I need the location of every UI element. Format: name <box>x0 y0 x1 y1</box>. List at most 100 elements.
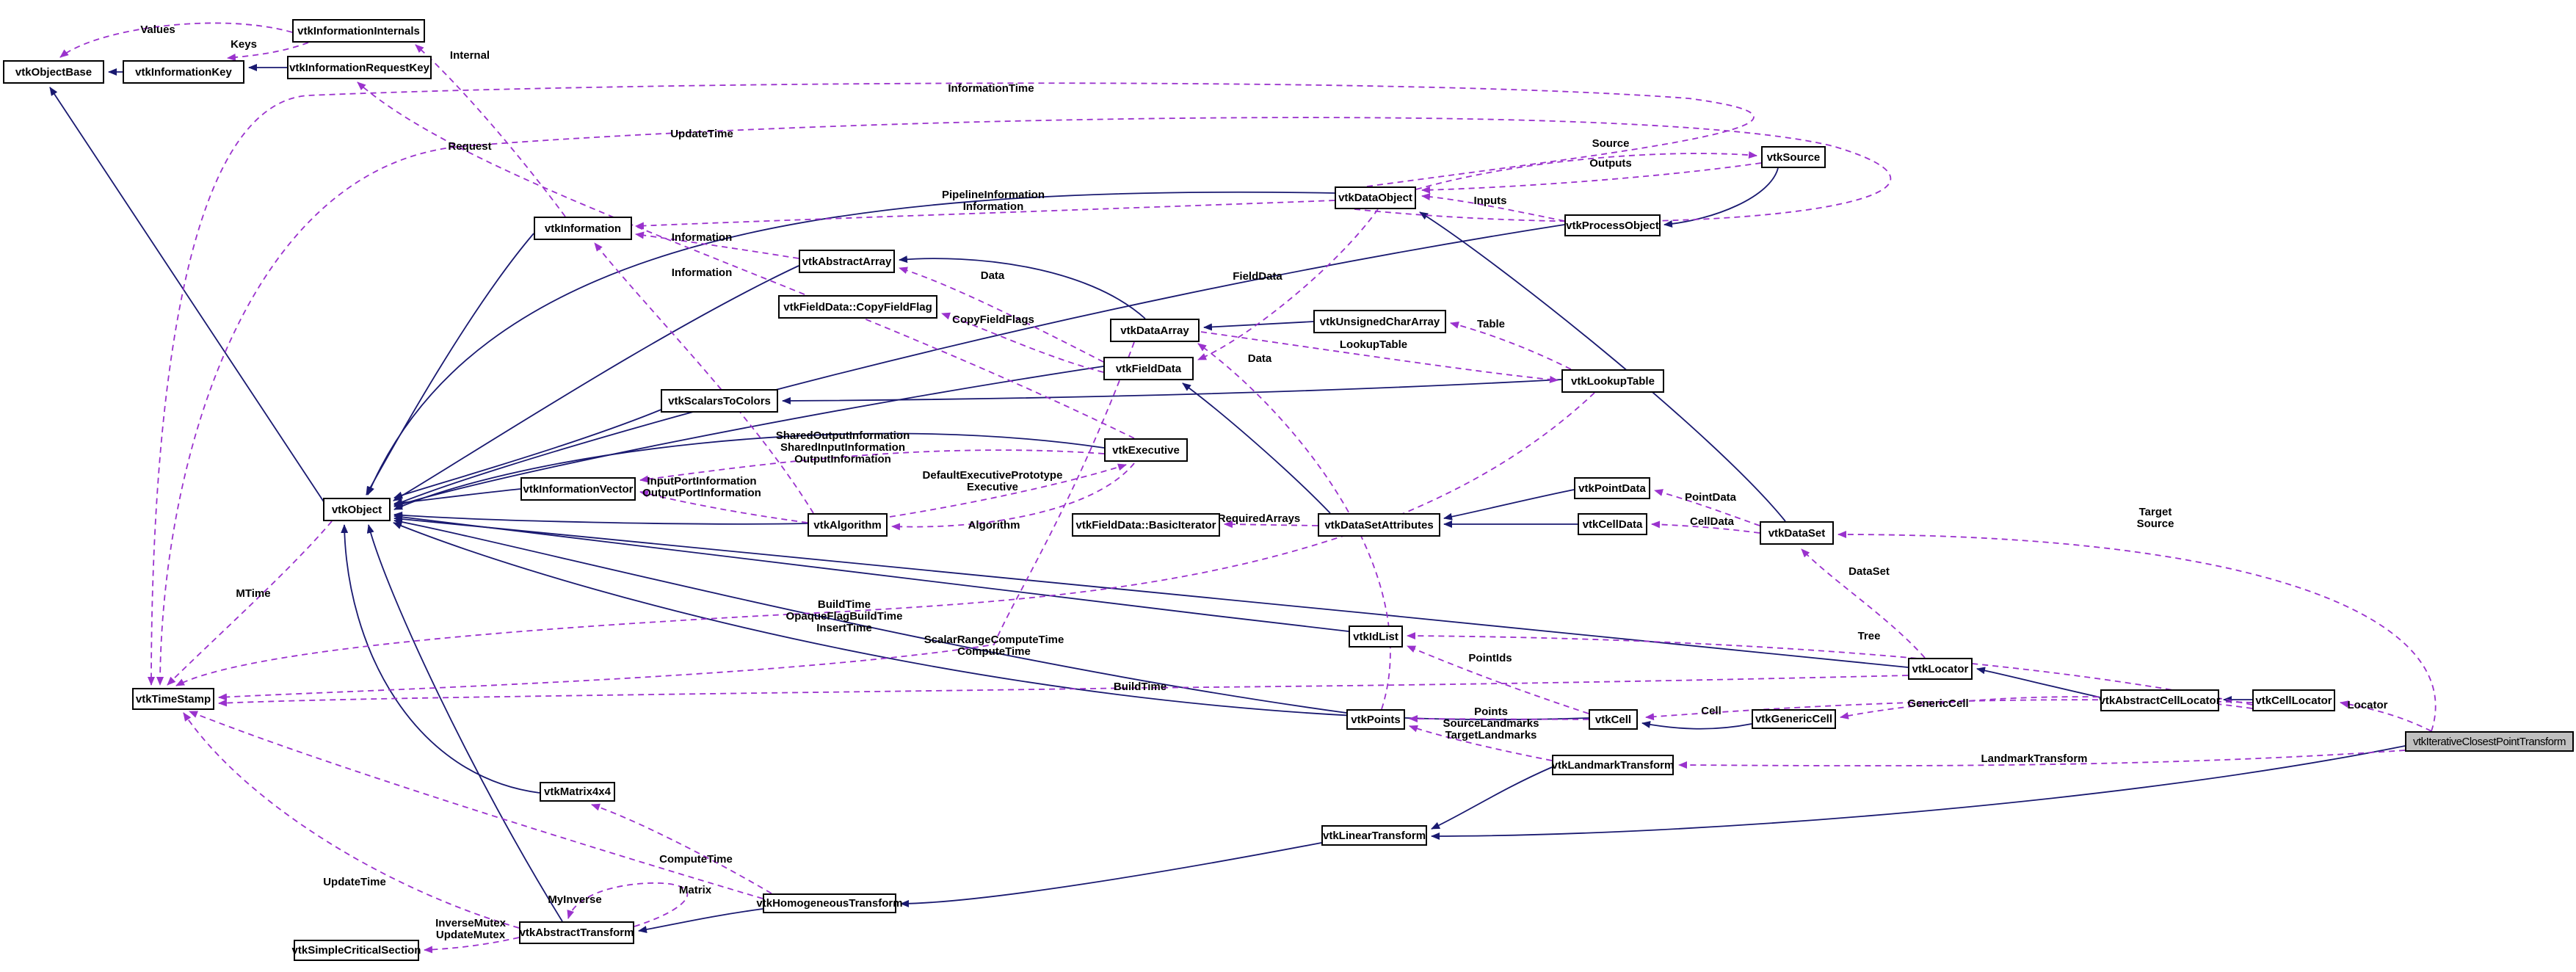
edge-usage-vtkDataObject-to-vtkFieldData <box>1197 208 1379 360</box>
edge-usage-vtkLookupTable-to-vtkUnsignedCharArray <box>1450 321 1572 370</box>
edge-usage-vtkLocator-to-vtkTimeStamp <box>218 675 1909 707</box>
class-node-vtkGenericCell[interactable]: vtkGenericCell <box>1752 709 1836 729</box>
edge-label-values: Values <box>140 23 175 36</box>
class-node-vtkLandmarkTransform[interactable]: vtkLandmarkTransform <box>1552 755 1674 775</box>
class-node-vtkAbstractCellLocator[interactable]: vtkAbstractCellLocator <box>2099 689 2221 711</box>
class-node-vtkLinearTransform[interactable]: vtkLinearTransform <box>1321 825 1427 846</box>
edge-usage-vtkProcessObject-to-vtkDataObject <box>1421 193 1565 222</box>
edge-inheritance-vtkLandmarkTransform-to-vtkLinearTransform <box>1431 766 1553 830</box>
edge-label-data-2: Data <box>1247 352 1272 365</box>
edge-label-mtime: MTime <box>236 587 271 600</box>
edge-inheritance-vtkPointData-to-vtkDataSetAttributes <box>1443 489 1575 521</box>
edge-usage-vtkLandmarkTransform-to-vtkPoints <box>1409 725 1553 761</box>
class-node-vtkInformationInternals[interactable]: vtkInformationInternals <box>292 19 425 43</box>
edge-usage-vtkFieldData-to-vtkAbstractArray <box>899 266 1104 363</box>
class-node-vtkDataSet[interactable]: vtkDataSet <box>1760 521 1834 545</box>
edge-label-fielddata: FieldData <box>1233 270 1282 283</box>
edge-label-pointdata: PointData <box>1684 491 1737 504</box>
edge-inheritance-vtkLookupTable-to-vtkScalarsToColors <box>782 379 1562 405</box>
edge-usage-vtkAbstractTransform-to-vtkAbstractTransform <box>567 882 689 927</box>
edge-usage-vtkAlgorithm-to-vtkInformation <box>594 242 814 514</box>
class-node-vtkFieldData::BasicIterator[interactable]: vtkFieldData::BasicIterator <box>1072 513 1220 537</box>
edge-label-keys: Keys <box>231 38 257 51</box>
edge-usage-vtkHomogeneousTransform-to-vtkMatrix4x4 <box>591 803 772 894</box>
class-node-vtkFieldData::CopyFieldFlag[interactable]: vtkFieldData::CopyFieldFlag <box>778 295 937 319</box>
class-node-vtkInformationRequestKey[interactable]: vtkInformationRequestKey <box>287 56 432 79</box>
class-node-vtkObjectBase[interactable]: vtkObjectBase <box>3 60 104 84</box>
class-node-vtkCell[interactable]: vtkCell <box>1589 709 1638 730</box>
class-node-vtkUnsignedCharArray[interactable]: vtkUnsignedCharArray <box>1313 310 1446 333</box>
class-node-vtkScalarsToColors[interactable]: vtkScalarsToColors <box>661 389 778 413</box>
class-node-vtkSource[interactable]: vtkSource <box>1761 146 1826 168</box>
class-node-vtkAbstractTransform[interactable]: vtkAbstractTransform <box>519 921 634 944</box>
class-node-vtkLookupTable[interactable]: vtkLookupTable <box>1561 369 1664 393</box>
edge-label-update-time-top: UpdateTime <box>670 128 733 140</box>
edge-label-dataset: DataSet <box>1848 565 1890 578</box>
class-node-vtkLocator[interactable]: vtkLocator <box>1908 658 1973 680</box>
edge-label-information-1: Information <box>671 231 733 244</box>
edge-label-locator: Locator <box>2347 699 2388 711</box>
edge-inheritance-vtkAbstractTransform-to-vtkObject <box>366 524 563 922</box>
class-node-vtkExecutive[interactable]: vtkExecutive <box>1104 438 1188 462</box>
class-node-vtkMatrix4x4[interactable]: vtkMatrix4x4 <box>540 782 615 802</box>
edge-inheritance-vtkAlgorithm-to-vtkObject <box>393 511 808 525</box>
class-node-vtkPoints[interactable]: vtkPoints <box>1346 709 1405 730</box>
class-node-vtkIterativeClosestPointTransform: vtkIterativeClosestPointTransform <box>2405 731 2574 752</box>
class-node-vtkInformationKey[interactable]: vtkInformationKey <box>123 60 244 84</box>
edge-label-landmarktransform: LandmarkTransform <box>1981 752 2088 765</box>
edge-inheritance-vtkDataObject-to-vtkObject <box>367 191 1335 496</box>
edge-usage-vtkAbstractTransform-to-vtkTimeStamp <box>183 712 520 929</box>
edge-inheritance-vtkUnsignedCharArray-to-vtkDataArray <box>1203 321 1314 331</box>
class-node-vtkPointData[interactable]: vtkPointData <box>1574 477 1650 499</box>
class-node-vtkCellLocator[interactable]: vtkCellLocator <box>2252 689 2335 711</box>
edge-usage-vtkDataArray-to-vtkLookupTable <box>1200 331 1559 383</box>
edge-usage-vtkDataObject-to-vtkSource <box>1415 151 1757 190</box>
edge-label-inputs: Inputs <box>1473 195 1507 207</box>
class-node-vtkAbstractArray[interactable]: vtkAbstractArray <box>799 250 895 273</box>
edge-usage-vtkExecutive-to-vtkInformationVector <box>639 449 1105 483</box>
edge-inheritance-vtkLocator-to-vtkObject <box>393 515 1909 668</box>
edge-inheritance-vtkIterativeClosestPointTransform-to-vtkLinearTransform <box>1431 745 2406 840</box>
edge-label-information-time: InformationTime <box>948 82 1034 95</box>
class-node-vtkDataSetAttributes[interactable]: vtkDataSetAttributes <box>1318 513 1440 537</box>
edge-inheritance-vtkHomogeneousTransform-to-vtkAbstractTransform <box>638 908 763 933</box>
class-node-vtkSimpleCriticalSection[interactable]: vtkSimpleCriticalSection <box>292 940 421 961</box>
edge-label-internal: Internal <box>449 49 490 62</box>
class-node-vtkAlgorithm[interactable]: vtkAlgorithm <box>808 513 888 537</box>
edge-inheritance-vtkScalarsToColors-to-vtkObject <box>393 405 672 499</box>
edge-label-algorithm: Algorithm <box>968 519 1020 532</box>
edge-usage-vtkDataObject-to-vtkInformation <box>635 200 1335 230</box>
class-node-vtkFieldData[interactable]: vtkFieldData <box>1103 357 1194 380</box>
edge-inheritance-vtkAbstractCellLocator-to-vtkLocator <box>1976 667 2101 698</box>
edge-label-requiredarrays: RequiredArrays <box>1217 512 1301 525</box>
edge-usage-vtkAbstractTransform-to-vtkSimpleCriticalSection <box>424 937 520 954</box>
edge-inheritance-vtkMatrix4x4-to-vtkObject <box>341 524 540 794</box>
edge-usage-vtkAlgorithm-to-vtkExecutive <box>889 463 1127 518</box>
class-node-vtkInformationVector[interactable]: vtkInformationVector <box>520 477 636 501</box>
class-node-vtkHomogeneousTransform[interactable]: vtkHomogeneousTransform <box>756 893 903 913</box>
edge-label-update-time-bottom: UpdateTime <box>323 876 386 888</box>
edge-usage-vtkCellLocator-to-vtkCell <box>1645 699 2253 721</box>
class-node-vtkInformation[interactable]: vtkInformation <box>534 217 632 240</box>
edge-label-outputs: Outputs <box>1589 157 1632 170</box>
edge-usage-vtkPoints-to-vtkDataArray <box>1197 343 1391 710</box>
edge-usage-vtkCell-to-vtkIdList <box>1407 645 1589 714</box>
edge-label-table: Table <box>1476 318 1506 330</box>
edge-usage-vtkAlgorithm-to-vtkInformationVector <box>639 490 808 523</box>
edge-label-lookuptable: LookupTable <box>1339 338 1408 351</box>
class-node-vtkDataObject[interactable]: vtkDataObject <box>1335 186 1416 209</box>
edge-inheritance-vtkInformation-to-vtkObject <box>366 233 534 496</box>
class-node-vtkProcessObject[interactable]: vtkProcessObject <box>1564 214 1661 236</box>
edge-inheritance-vtkDataArray-to-vtkAbstractArray <box>899 255 1146 319</box>
class-node-vtkTimeStamp[interactable]: vtkTimeStamp <box>132 688 214 710</box>
class-node-vtkObject[interactable]: vtkObject <box>323 498 391 521</box>
class-node-vtkDataArray[interactable]: vtkDataArray <box>1110 319 1200 342</box>
class-node-vtkIdList[interactable]: vtkIdList <box>1349 625 1403 648</box>
class-node-vtkCellData[interactable]: vtkCellData <box>1578 513 1647 535</box>
edge-usage-vtkHomogeneousTransform-to-vtkTimeStamp <box>189 711 763 899</box>
